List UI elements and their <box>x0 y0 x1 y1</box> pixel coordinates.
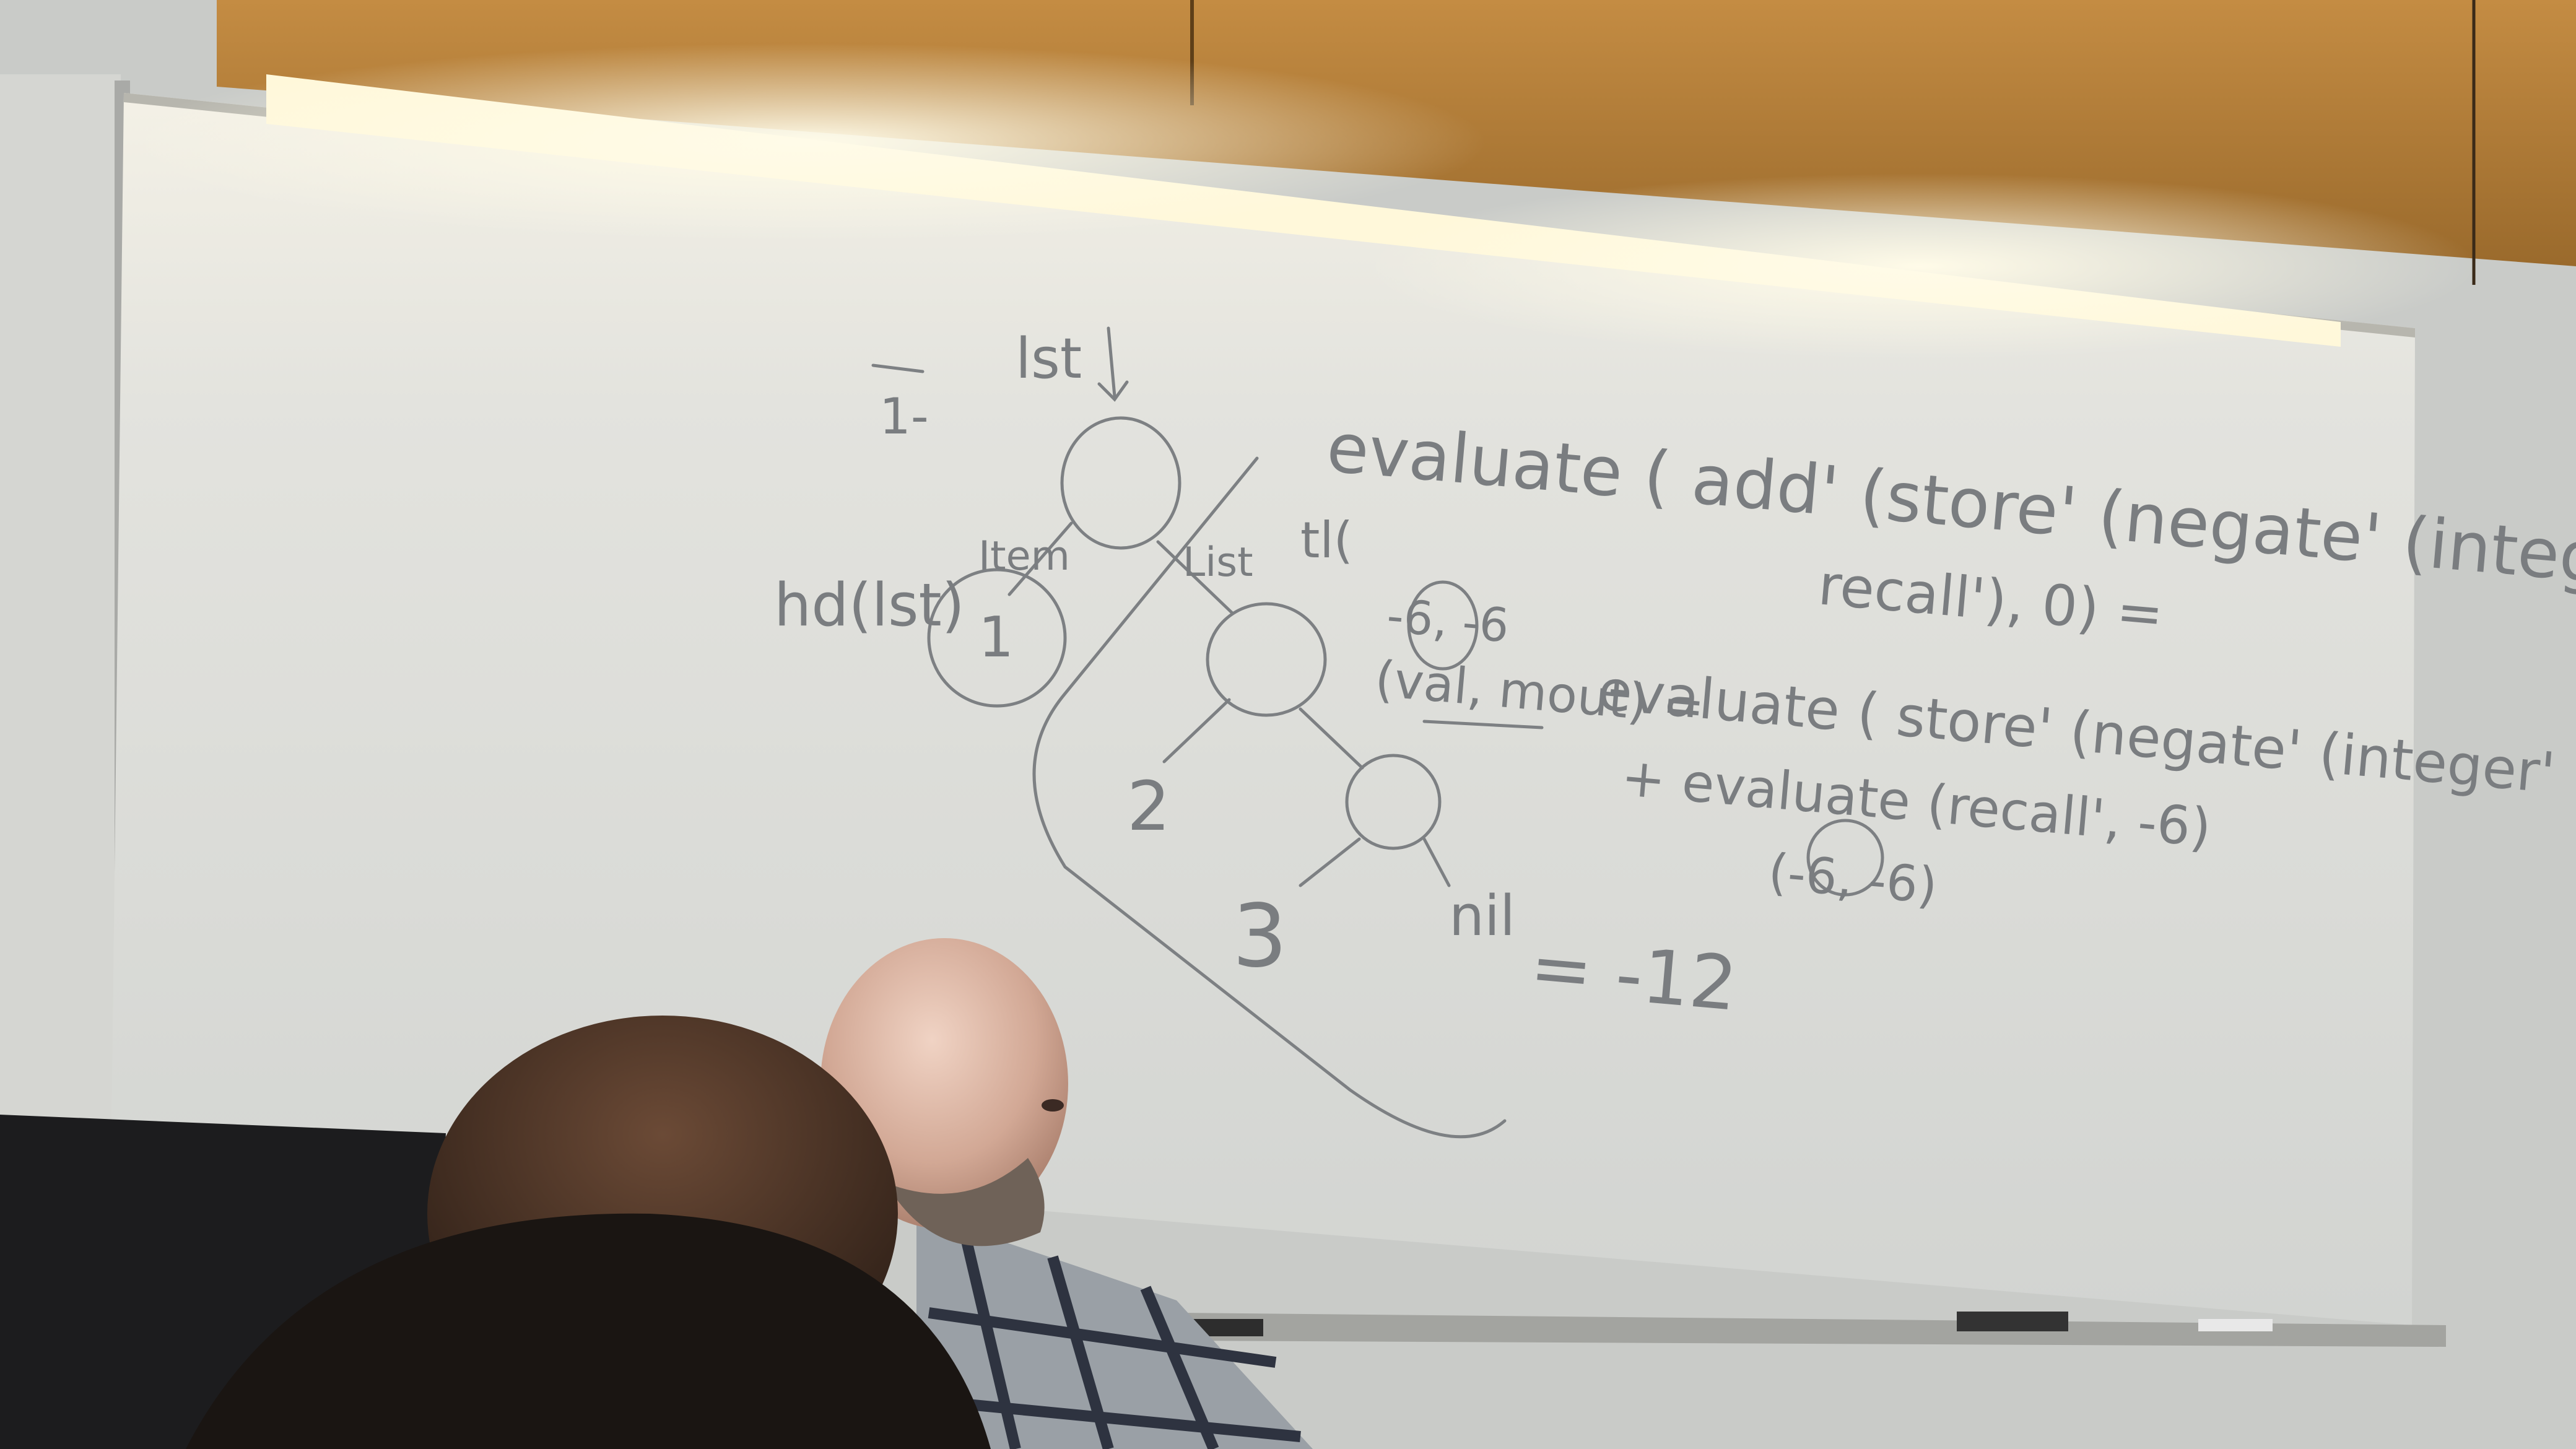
label-mark: 1- <box>879 388 929 445</box>
marker-tray <box>1177 1313 2446 1347</box>
label-item: Item <box>978 533 1070 580</box>
edge-to-nil <box>1422 837 1451 887</box>
label-lst: lst <box>1016 326 1082 391</box>
label-hd: hd(lst) <box>774 572 965 640</box>
label-tl: tl( <box>1300 511 1353 569</box>
edge-to-2 <box>1162 698 1231 764</box>
beard <box>886 1158 1045 1247</box>
circle-minus6 <box>1407 580 1479 671</box>
circle-minus6-b <box>1806 819 1884 897</box>
node-label-2: 2 <box>1127 767 1170 846</box>
light-glow-left <box>124 43 1486 242</box>
eq-pair-1: -6, -6 <box>1385 588 1511 653</box>
label-nil: nil <box>1449 884 1515 949</box>
underline-valmout <box>1422 720 1544 729</box>
edge-root-list <box>1156 540 1234 615</box>
plaid-shirt <box>916 1214 1313 1449</box>
eye <box>1042 1099 1064 1112</box>
shirt-pattern <box>916 1237 1301 1449</box>
node-1 <box>927 568 1067 708</box>
label-list: List <box>1183 539 1253 586</box>
student-hair-dark <box>186 1213 991 1449</box>
eraser-2 <box>1957 1312 2068 1331</box>
edge-to-sub <box>1299 707 1364 770</box>
edge-to-3 <box>1299 837 1361 887</box>
eq-result: = -12 <box>1526 924 1741 1028</box>
instructor <box>820 938 1313 1449</box>
student <box>186 1016 991 1449</box>
edge-root-item <box>1007 521 1073 596</box>
root-node <box>1060 416 1181 550</box>
node-2-parent <box>1206 602 1327 717</box>
node-3-parent <box>1345 754 1442 850</box>
node-label-3: 3 <box>1232 886 1287 987</box>
tree-diagram <box>871 326 1884 1139</box>
light-glow-right <box>1362 173 2477 359</box>
left-side-board <box>0 74 121 1127</box>
mark-bar <box>871 363 925 373</box>
tail-outline <box>1032 456 1507 1139</box>
marker <box>2198 1319 2273 1331</box>
node-label-1: 1 <box>978 605 1014 670</box>
lst-arrow <box>1097 326 1129 402</box>
